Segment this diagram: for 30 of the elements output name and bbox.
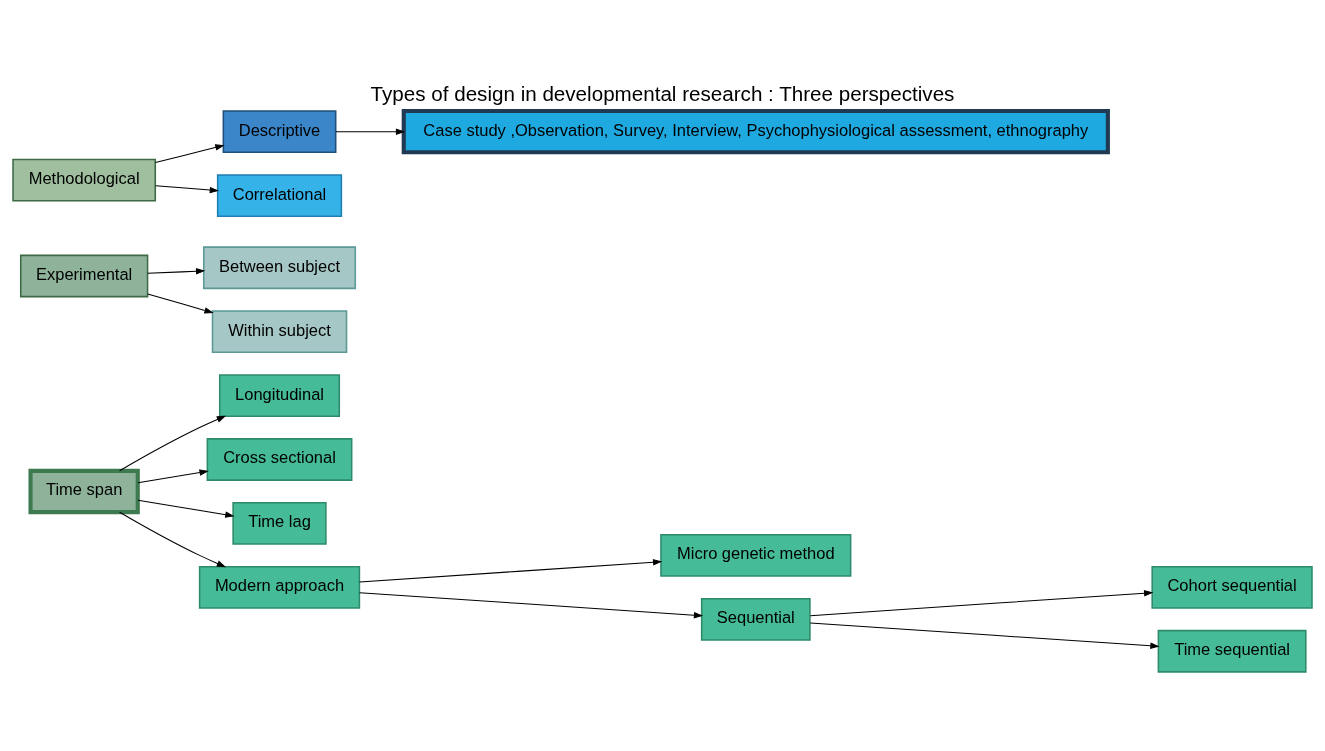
node-box: Time span: [28, 468, 140, 514]
arrow: [147, 267, 206, 274]
arrow: [155, 184, 219, 193]
node-box: Sequential: [700, 597, 811, 641]
arrow: [359, 558, 663, 583]
node-box: Cross sectional: [206, 437, 353, 481]
arrow: [137, 499, 235, 518]
arrow: [809, 589, 1154, 616]
node-box: Descriptive: [222, 109, 337, 153]
arrow: [137, 468, 209, 483]
node-box: Methodological: [12, 158, 157, 201]
node-box: Longitudinal: [218, 373, 341, 417]
arrow: [359, 591, 704, 618]
node-box: Experimental: [19, 254, 149, 297]
diagram-title: Types of design in developmental research : Three perspectives: [370, 81, 955, 105]
node-box: Time lag: [232, 501, 327, 545]
node-box: Within subject: [211, 309, 348, 353]
node-box: Cohort sequential: [1151, 565, 1313, 609]
arrow: [809, 621, 1160, 649]
arrow: [155, 143, 225, 163]
node-box: Case study ,Observation, Survey, Interview, Psychophysiological assessment, ethnography: [401, 108, 1110, 154]
node-box: Correlational: [216, 173, 343, 217]
node-box: Modern approach: [198, 565, 361, 609]
arrow: [147, 293, 214, 314]
node-box: Micro genetic method: [660, 533, 852, 577]
arrow: [335, 127, 406, 135]
arrow: [119, 511, 227, 567]
node-box: Between subject: [202, 245, 357, 289]
arrow: [119, 415, 227, 471]
node-box: Time sequential: [1157, 629, 1307, 673]
